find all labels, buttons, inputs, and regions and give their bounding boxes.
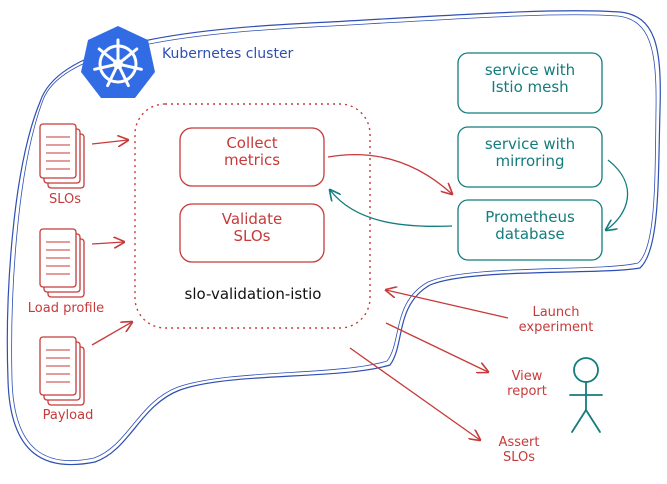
slos-label: SLOs	[48, 192, 82, 207]
load-profile-label: Load profile	[27, 301, 105, 316]
payload-label: Payload	[42, 408, 94, 423]
kubernetes-helm-icon	[81, 26, 155, 98]
collect-metrics-box	[179, 127, 325, 187]
arrow-load-profile-to-task	[91, 242, 124, 244]
service-mirroring-line2: mirroring	[495, 152, 565, 171]
arrow-mirroring-to-database	[606, 159, 629, 230]
assert-slos-label: Assert SLOs	[484, 435, 554, 466]
arrow-launch-to-task	[386, 290, 509, 319]
service-istio-box	[457, 52, 603, 114]
view-line2: report	[507, 383, 547, 399]
collect-metrics-line1: Collect	[226, 134, 278, 152]
service-istio-line2: Istio mesh	[491, 78, 569, 97]
launch-experiment-label: Launch experiment	[506, 305, 606, 336]
validate-slos-label: Validate SLOs	[180, 210, 324, 246]
arrow-task-to-view-report	[385, 322, 488, 372]
validate-slos-line1: Validate	[221, 210, 283, 228]
assert-line2: SLOs	[502, 449, 536, 465]
assert-line1: Assert	[498, 435, 540, 450]
validate-slos-line2: SLOs	[233, 227, 271, 246]
arrow-metrics-to-database	[327, 153, 452, 194]
arrow-task-to-assert-slos	[349, 347, 480, 440]
prometheus-database-box	[457, 199, 603, 261]
prometheus-line2: database	[495, 225, 565, 244]
stick-figure-user-icon	[569, 357, 603, 433]
prometheus-line1: Prometheus	[485, 208, 575, 226]
view-line1: View	[511, 369, 543, 384]
slos-document-stack-icon	[39, 123, 85, 189]
payload-document-stack-icon	[39, 336, 85, 406]
collect-metrics-label: Collect metrics	[180, 134, 324, 170]
arrow-slos-to-task	[91, 140, 128, 144]
arrow-database-to-metrics	[330, 190, 453, 227]
task-name-label: slo-validation-istio	[184, 285, 322, 303]
service-mirroring-label: service with mirroring	[458, 135, 602, 171]
load-profile-document-stack-icon	[39, 228, 85, 298]
arrow-payload-to-task	[91, 322, 132, 346]
service-mirroring-line1: service with	[484, 135, 576, 153]
prometheus-database-label: Prometheus database	[458, 208, 602, 244]
service-istio-line1: service with	[484, 61, 576, 79]
service-mirroring-box	[457, 126, 603, 188]
cluster-boundary	[6, 10, 661, 466]
service-istio-label: service with Istio mesh	[458, 61, 602, 97]
validate-slos-box	[179, 203, 325, 263]
view-report-label: View report	[490, 369, 564, 400]
collect-metrics-line2: metrics	[223, 151, 281, 170]
launch-line2: experiment	[518, 319, 594, 335]
cluster-label: Kubernetes cluster	[162, 46, 294, 62]
launch-line1: Launch	[532, 305, 580, 320]
